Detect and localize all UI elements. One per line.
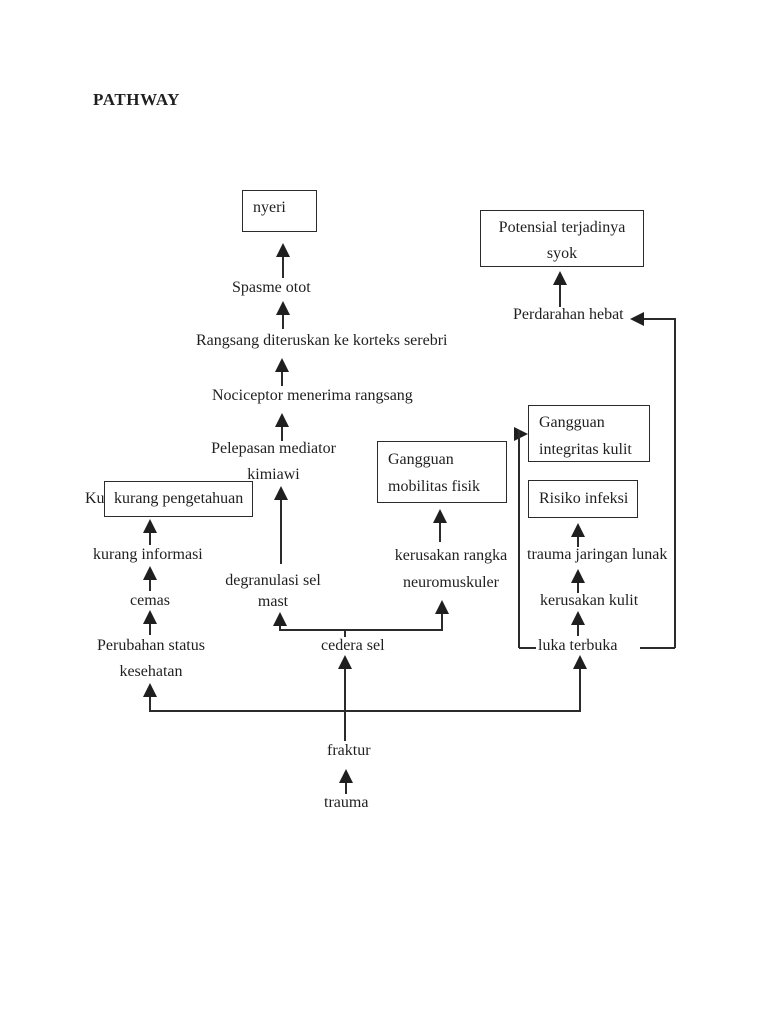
line-cedera-branch <box>280 629 443 631</box>
box-risiko-infeksi-label: Risiko infeksi <box>539 490 629 507</box>
label-perubahan-status: Perubahan status kesehatan <box>95 633 207 685</box>
line-left-loop-horizontal <box>519 647 536 649</box>
label-degranulasi-line2: mast <box>257 593 289 610</box>
box-risiko-infeksi: Risiko infeksi <box>528 480 638 518</box>
arrow-collector-to-kesehatan-icon <box>142 683 158 711</box>
arrow-degranulasi-to-kimiawi-icon <box>273 486 289 564</box>
box-gangguan-integritas-line1: Gangguan <box>539 414 605 431</box>
arrow-perubahan-to-cemas-icon <box>142 610 158 635</box>
box-gangguan-mobilitas: Gangguan mobilitas fisik <box>377 441 507 503</box>
label-luka-terbuka: luka terbuka <box>538 637 618 654</box>
box-potensial-syok-line1: Potensial terjadinya <box>498 219 626 236</box>
arrow-loop-to-perdarahan-icon <box>630 311 675 327</box>
arrow-nociceptor-to-rangsang-icon <box>274 358 290 386</box>
box-gangguan-mobilitas-line2: mobilitas fisik <box>388 478 480 495</box>
label-kerusakan-rangka-line2: neuromuskuler <box>403 574 499 591</box>
box-gangguan-mobilitas-line1: Gangguan <box>388 451 454 468</box>
label-trauma: trauma <box>324 794 369 811</box>
page-title: PATHWAY <box>93 90 181 109</box>
arrow-pelepasan-to-nociceptor-icon <box>274 413 290 441</box>
label-kerusakan-kulit: kerusakan kulit <box>540 592 639 609</box>
label-ku-fragment: Ku <box>85 490 105 507</box>
label-cemas: cemas <box>130 592 170 609</box>
arrow-branch-to-neuromuskuler-icon <box>434 600 450 631</box>
label-pelepasan-mediator-line2: kimiawi <box>247 466 300 483</box>
box-gangguan-integritas-line2: integritas kulit <box>539 441 632 458</box>
arrow-trauma-jaringan-to-risiko-icon <box>570 523 586 547</box>
label-pelepasan-mediator: Pelepasan mediator kimiawi <box>205 436 342 488</box>
label-kerusakan-rangka-line1: kerusakan rangka <box>394 547 508 564</box>
arrow-kurang-informasi-to-pengetahuan-icon <box>142 519 158 545</box>
arrow-cemas-to-kurang-informasi-icon <box>142 566 158 591</box>
label-degranulasi-line1: degranulasi sel <box>225 572 321 589</box>
line-right-loop-vertical <box>674 318 676 648</box>
label-pelepasan-mediator-line1: Pelepasan mediator <box>211 440 336 457</box>
label-perdarahan-hebat: Perdarahan hebat <box>513 306 624 323</box>
label-spasme-otot: Spasme otot <box>232 279 311 296</box>
arrow-fraktur-to-cedera-sel-icon <box>337 655 353 741</box>
label-degranulasi-sel-mast: degranulasi sel mast <box>210 570 336 612</box>
arrow-branch-to-mast-icon <box>272 612 288 631</box>
arrow-collector-to-luka-terbuka-icon <box>572 655 588 711</box>
box-potensial-syok-line2: syok <box>546 245 578 262</box>
box-gangguan-integritas: Gangguan integritas kulit <box>528 405 650 462</box>
arrow-trauma-to-fraktur-icon <box>338 769 354 794</box>
arrow-perdarahan-to-syok-icon <box>552 271 568 307</box>
label-fraktur: fraktur <box>327 742 371 759</box>
label-perubahan-status-line1: Perubahan status <box>97 637 205 654</box>
box-potensial-syok: Potensial terjadinya syok <box>480 210 644 267</box>
label-trauma-jaringan-lunak: trauma jaringan lunak <box>527 546 668 563</box>
line-right-loop-horizontal <box>640 647 675 649</box>
label-rangsang-korteks: Rangsang diteruskan ke korteks serebri <box>196 332 448 349</box>
arrow-loop-to-integritas-icon <box>513 426 528 442</box>
arrow-kerusakan-kulit-to-trauma-jaringan-icon <box>570 569 586 593</box>
arrow-kerusakan-rangka-to-mobilitas-icon <box>432 509 448 542</box>
box-nyeri-label: nyeri <box>253 199 286 216</box>
arrow-rangsang-to-spasme-icon <box>275 301 291 329</box>
box-nyeri: nyeri <box>242 190 317 232</box>
box-kurang-pengetahuan-label: kurang pengetahuan <box>114 490 244 507</box>
line-left-loop-vertical <box>518 430 520 648</box>
label-kurang-informasi: kurang informasi <box>93 546 203 563</box>
label-kerusakan-rangka: kerusakan rangka neuromuskuler <box>387 542 515 596</box>
label-nociceptor: Nociceptor menerima rangsang <box>212 387 413 404</box>
arrow-spasme-to-nyeri-icon <box>275 243 291 278</box>
line-bottom-collector <box>149 710 581 712</box>
line-cedera-tick <box>344 629 346 637</box>
label-cedera-sel: cedera sel <box>321 637 385 654</box>
arrow-luka-to-kerusakan-kulit-icon <box>570 611 586 636</box>
box-kurang-pengetahuan: kurang pengetahuan <box>104 481 253 517</box>
label-perubahan-status-line2: kesehatan <box>119 663 183 680</box>
